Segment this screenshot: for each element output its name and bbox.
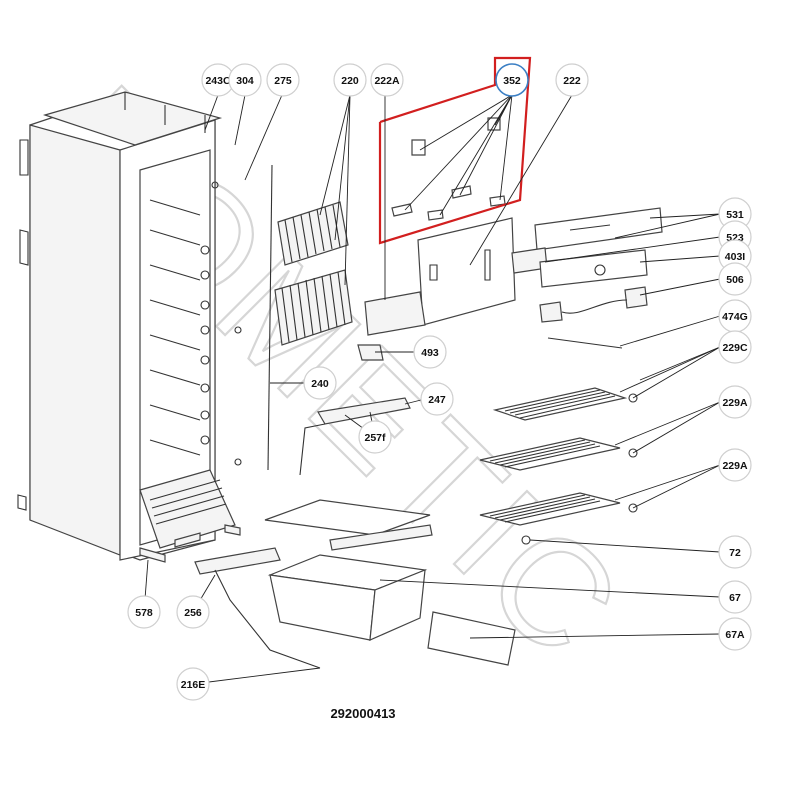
crisper-drawer (267, 554, 428, 641)
svg-text:275: 275 (274, 75, 292, 87)
callout-67A: 67A (718, 617, 752, 651)
callout-240: 240 (303, 366, 337, 400)
bracket-clip (357, 344, 384, 361)
callout-352: 352 (495, 63, 529, 97)
callout-222A: 222A (370, 63, 404, 97)
svg-text:257f: 257f (364, 432, 386, 444)
crisper-cover (427, 611, 516, 666)
callout-243C: 243C (201, 63, 235, 97)
callout-257f: 257f (358, 420, 392, 454)
shelf-clips (521, 393, 638, 545)
svg-text:67: 67 (729, 592, 741, 604)
callout-229A-upper: 229A (718, 385, 752, 419)
svg-text:474G: 474G (722, 311, 748, 323)
highlight-frame (378, 56, 532, 245)
gasket-rod (267, 164, 273, 471)
callout-220: 220 (333, 63, 367, 97)
callout-222: 222 (555, 63, 589, 97)
callout-67: 67 (718, 580, 752, 614)
svg-text:240: 240 (311, 378, 329, 390)
svg-text:243C: 243C (205, 75, 231, 87)
control-panel-parts (511, 207, 663, 323)
svg-text:216E: 216E (181, 679, 206, 691)
svg-text:531: 531 (726, 209, 744, 221)
svg-text:220: 220 (341, 75, 359, 87)
svg-text:222A: 222A (374, 75, 400, 87)
svg-text:222: 222 (563, 75, 581, 87)
freezer-door (364, 217, 516, 336)
drip-channel (299, 397, 411, 476)
svg-text:229A: 229A (722, 460, 748, 472)
wire-shelf-lower (479, 492, 621, 526)
document-number: 292000413 (330, 706, 395, 721)
callout-216E: 216E (176, 667, 210, 701)
svg-text:304: 304 (236, 75, 254, 87)
drain-channel (194, 547, 321, 669)
callout-493: 493 (413, 335, 447, 369)
wire-shelf-upper (492, 387, 628, 421)
svg-text:403I: 403I (725, 251, 746, 263)
hinge-kit-parts (391, 117, 506, 221)
callout-247: 247 (420, 382, 454, 416)
svg-text:506: 506 (726, 274, 744, 286)
callout-578: 578 (127, 595, 161, 629)
sensor-rod (547, 337, 623, 349)
callout-229A-lower: 229A (718, 448, 752, 482)
svg-text:229A: 229A (722, 397, 748, 409)
svg-text:229C: 229C (722, 342, 748, 354)
svg-text:67A: 67A (725, 629, 745, 641)
callout-474G: 474G (718, 299, 752, 333)
svg-text:247: 247 (428, 394, 446, 406)
glass-shelf (264, 499, 433, 551)
wire-shelf-middle (479, 437, 621, 471)
callout-275: 275 (266, 63, 300, 97)
svg-text:256: 256 (184, 607, 202, 619)
evaporator-fins (274, 201, 353, 346)
callout-256: 256 (176, 595, 210, 629)
callout-229C: 229C (718, 330, 752, 364)
callout-304: 304 (228, 63, 262, 97)
svg-text:352: 352 (503, 75, 521, 87)
callout-506: 506 (718, 262, 752, 296)
callout-403I: 403I (718, 239, 752, 273)
svg-text:578: 578 (135, 607, 153, 619)
svg-text:72: 72 (729, 547, 741, 559)
fridge-cabinet (17, 91, 242, 563)
svg-text:493: 493 (421, 347, 439, 359)
callout-72: 72 (718, 535, 752, 569)
